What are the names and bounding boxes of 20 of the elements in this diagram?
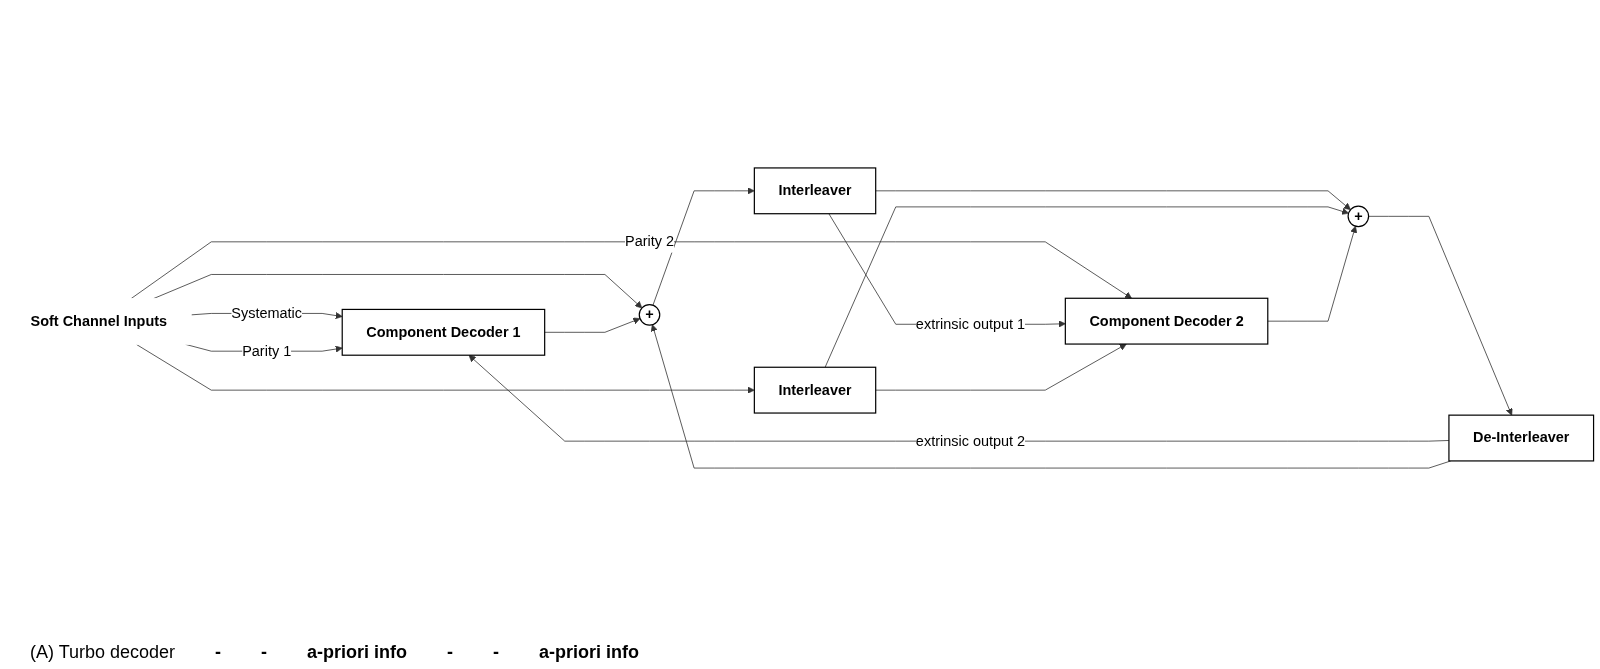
note-label: - (447, 642, 454, 663)
node-box: De-Interleaver (1448, 414, 1595, 462)
edge-label: extrinsic output 1 (915, 315, 1026, 332)
note-label: - (261, 642, 268, 663)
edge-label: Parity 2 (625, 233, 675, 250)
edge-label: Systematic (231, 305, 303, 322)
node-box: Interleaver (753, 167, 877, 215)
edge-label: extrinsic output 2 (915, 432, 1026, 449)
node-box: Interleaver (753, 366, 877, 414)
node-box: Component Decoder 1 (341, 308, 546, 356)
node-circle: + (1347, 205, 1370, 228)
note-label: a-priori info (539, 642, 640, 663)
node-box: Component Decoder 2 (1064, 297, 1269, 345)
node-circle: + (638, 304, 661, 326)
node-text: Soft Channel Inputs (30, 313, 168, 330)
note-label: - (493, 642, 500, 663)
note-label: a-priori info (307, 642, 408, 663)
note-label: - (215, 642, 222, 663)
edge-label: Parity 1 (242, 342, 292, 359)
caption: (A) Turbo decoder (30, 642, 176, 663)
